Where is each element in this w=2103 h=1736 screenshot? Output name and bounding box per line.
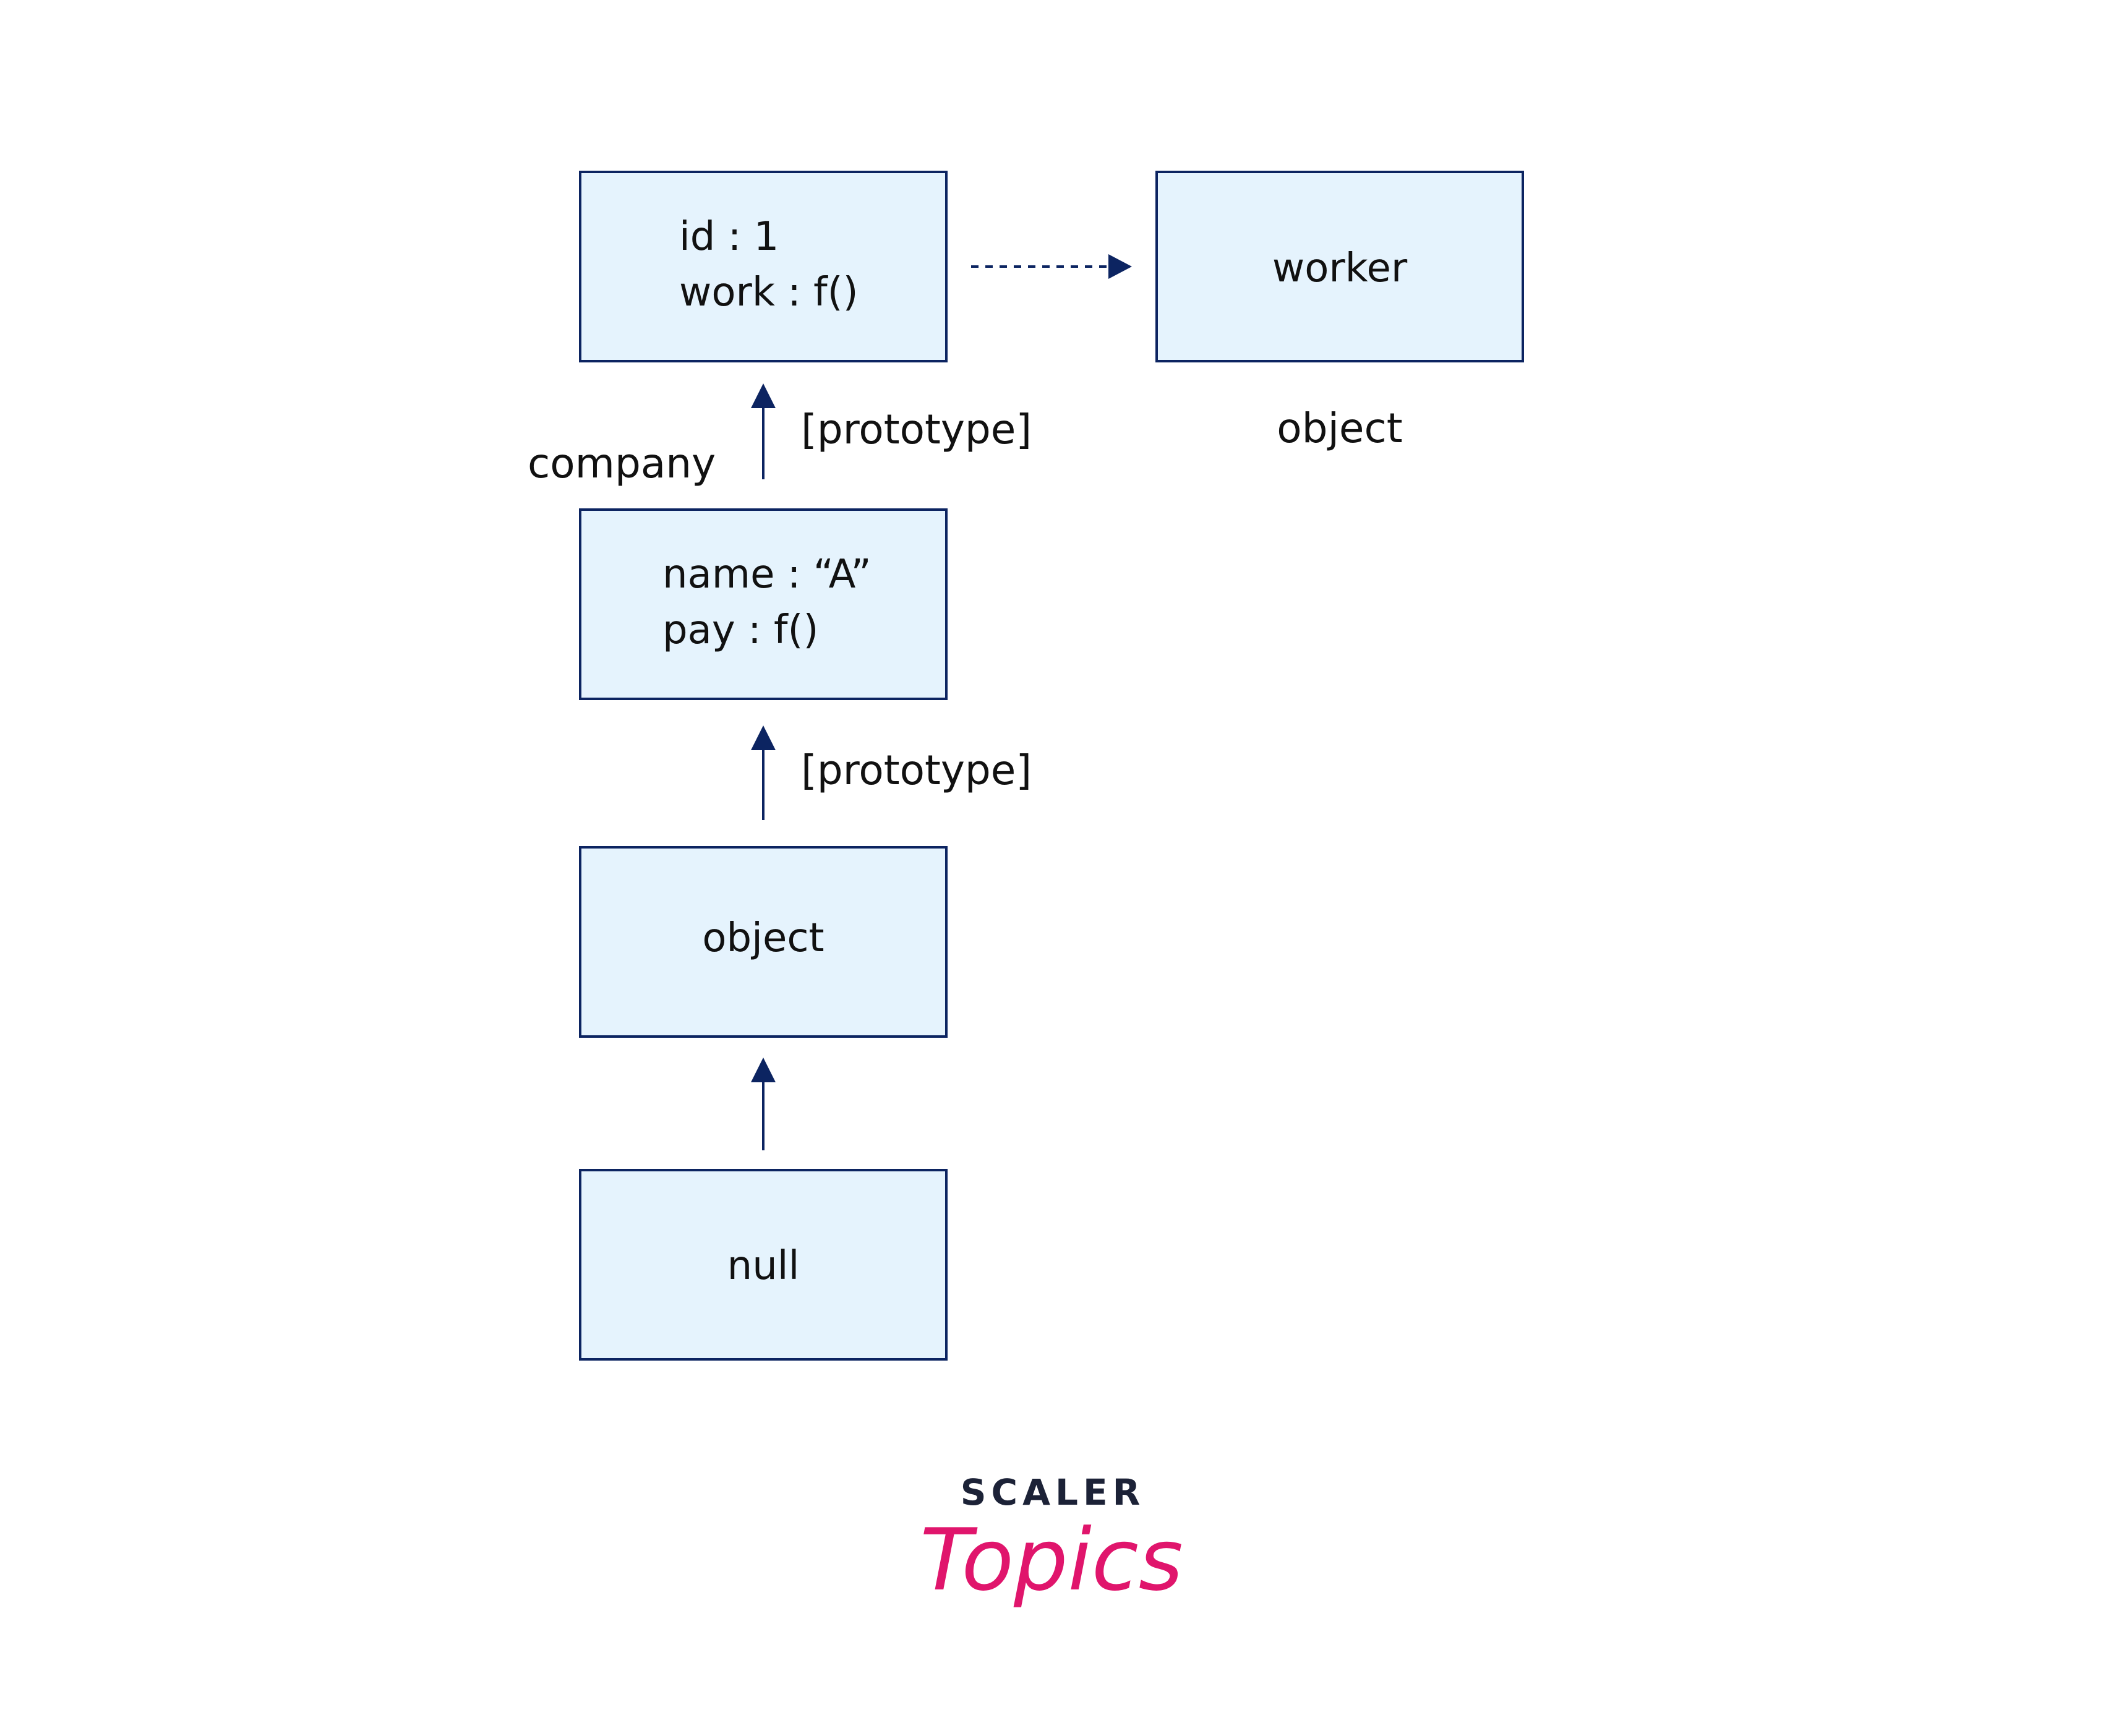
null-box: null	[579, 1169, 948, 1361]
logo-topics-text: Topics	[920, 1510, 1183, 1610]
prototype-arrow-2	[751, 725, 776, 820]
logo-scaler-text: SCALER	[961, 1471, 1145, 1513]
prototype-box-line-1: name : “A”	[662, 552, 872, 597]
object-box: object	[579, 846, 948, 1038]
dashed-arrow-to-worker	[971, 254, 1132, 279]
arrowhead-up-icon	[751, 383, 776, 408]
company-box-line-1: id : 1	[679, 214, 779, 260]
null-box-label: null	[727, 1243, 800, 1289]
arrowhead-right-icon	[1108, 254, 1132, 279]
worker-caption: object	[1277, 404, 1402, 452]
worker-box-label: worker	[1272, 246, 1408, 291]
prototype-label-1: [prototype]	[801, 406, 1032, 453]
prototype-object-box: name : “A” pay : f()	[579, 508, 948, 700]
scaler-topics-logo: SCALER Topics	[920, 1471, 1183, 1610]
arrowhead-up-icon	[751, 1058, 776, 1082]
arrowhead-up-icon	[751, 725, 776, 750]
company-object-box: id : 1 work : f()	[579, 171, 948, 362]
company-label: company	[528, 440, 716, 487]
prototype-arrow-1	[751, 383, 776, 479]
object-box-label: object	[702, 915, 824, 961]
prototype-box-line-2: pay : f()	[662, 607, 818, 653]
prototype-label-2: [prototype]	[801, 746, 1032, 794]
worker-box: worker	[1155, 171, 1524, 362]
prototype-arrow-3	[751, 1058, 776, 1150]
company-box-line-2: work : f()	[679, 270, 859, 315]
